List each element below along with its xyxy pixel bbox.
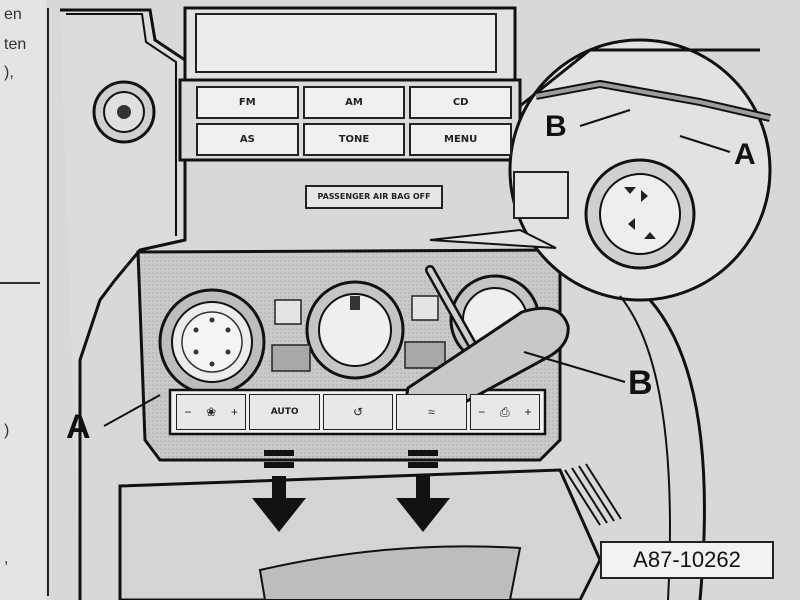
margin-text-line-5: ) bbox=[4, 422, 10, 439]
mode-indicator-left bbox=[274, 299, 302, 325]
inset-knob-arrows bbox=[624, 187, 656, 239]
leader-a-inset bbox=[679, 135, 731, 153]
fan-speed-button[interactable]: − ❀ + bbox=[176, 394, 247, 430]
airbag-status-label: PASSENGER AIR BAG OFF bbox=[317, 192, 431, 201]
fan-knob-pointer bbox=[350, 296, 360, 310]
leader-b-main bbox=[523, 351, 626, 383]
inset-pry-blade-face bbox=[535, 81, 771, 120]
leader-b-inset bbox=[579, 109, 631, 127]
callout-b-inset: B bbox=[545, 110, 567, 143]
temp-knob-left-face bbox=[181, 311, 243, 373]
removal-arrow-left bbox=[252, 450, 306, 532]
fm-button[interactable]: FM bbox=[196, 86, 299, 119]
center-vent-right bbox=[404, 341, 446, 369]
airbag-label-panel bbox=[305, 185, 443, 209]
margin-text-line-1: en bbox=[4, 6, 22, 23]
callout-a-inset: A bbox=[734, 138, 756, 171]
menu-button[interactable]: MENU bbox=[409, 123, 512, 156]
mode-indicator-right bbox=[411, 295, 439, 321]
radio-button-grid: FM AM CD AS TONE MENU bbox=[196, 86, 512, 156]
fan-knob bbox=[318, 293, 392, 367]
page-margin bbox=[0, 0, 46, 600]
center-vent-left bbox=[271, 344, 311, 372]
climate-buttons: − ❀ + AUTO ↺ ≈ − ⎙ + bbox=[176, 394, 541, 430]
dash-left-inner bbox=[66, 13, 177, 236]
callout-b-main: B bbox=[628, 364, 653, 402]
auto-button[interactable]: AUTO bbox=[249, 394, 320, 430]
tray-grip-lines bbox=[564, 463, 622, 526]
plus-icon: + bbox=[230, 405, 238, 419]
callout-a-main: A bbox=[66, 408, 91, 446]
plus-icon: + bbox=[524, 405, 532, 419]
inset-side-buttons bbox=[513, 171, 569, 219]
dash-left-contour bbox=[60, 8, 187, 600]
recirculation-icon: ↺ bbox=[352, 405, 364, 419]
minus-icon: − bbox=[184, 405, 192, 419]
airflow-button[interactable]: − ⎙ + bbox=[469, 394, 541, 430]
inset-trim-top bbox=[519, 48, 760, 108]
storage-tray-lip bbox=[258, 545, 522, 600]
removal-arrow-right bbox=[396, 450, 450, 532]
figure-reference: A87-10262 bbox=[600, 541, 774, 579]
cd-button[interactable]: CD bbox=[409, 86, 512, 119]
as-button[interactable]: AS bbox=[196, 123, 299, 156]
temp-knob-left-dots bbox=[193, 317, 231, 367]
tone-button[interactable]: TONE bbox=[302, 123, 406, 156]
margin-text-line-3: ), bbox=[4, 64, 14, 81]
defrost-button[interactable]: ≈ bbox=[396, 394, 467, 430]
inset-knob bbox=[599, 173, 681, 255]
minus-icon: − bbox=[478, 405, 486, 419]
margin-text-line-2: ten bbox=[4, 36, 27, 53]
recirculation-button[interactable]: ↺ bbox=[322, 394, 394, 430]
defrost-icon: ≈ bbox=[428, 405, 435, 419]
pry-tool-shaft bbox=[427, 267, 481, 358]
display-screen bbox=[195, 13, 497, 73]
inset-pointer bbox=[429, 228, 557, 249]
volume-knob-center bbox=[117, 105, 131, 119]
fan-icon: ❀ bbox=[206, 405, 217, 419]
margin-text-line-4: , bbox=[4, 550, 9, 567]
seat-icon: ⎙ bbox=[500, 404, 510, 419]
leader-a-main bbox=[103, 394, 161, 427]
am-button[interactable]: AM bbox=[302, 86, 406, 119]
